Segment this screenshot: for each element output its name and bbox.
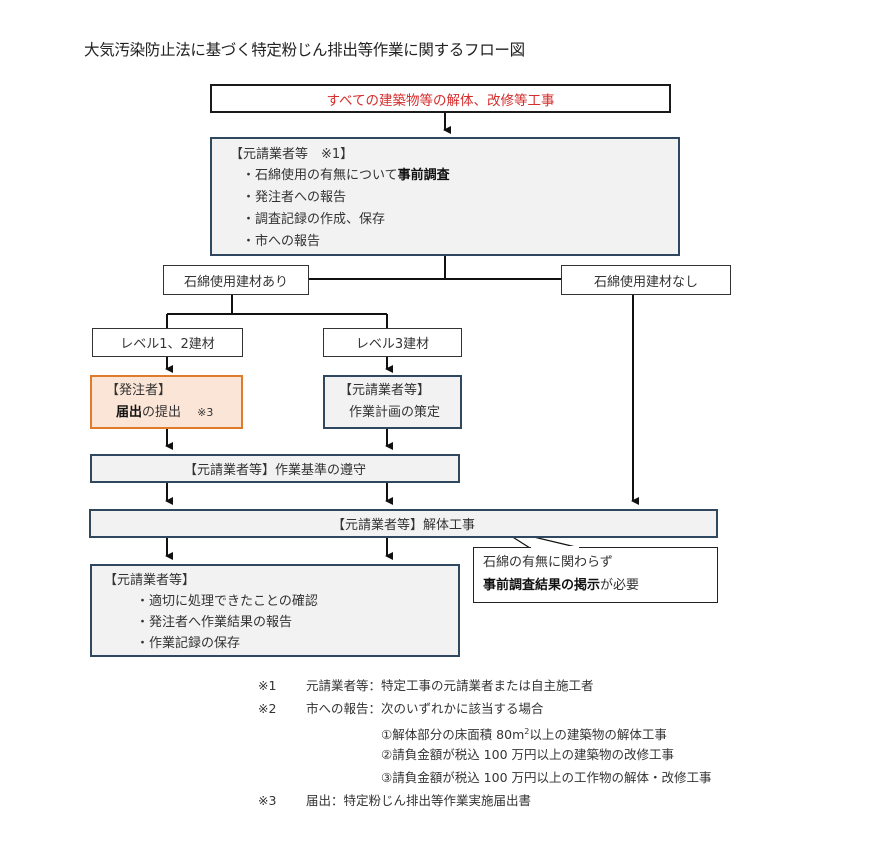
survey-item-1: ・発注者への報告 xyxy=(242,190,347,205)
start-label: すべての建築物等の解体、改修等工事 xyxy=(326,92,555,109)
page-title: 大気汚染防止法に基づく特定粉じん排出等作業に関するフロー図 xyxy=(84,41,525,59)
footnote-2-item-3: ③請負金額が税込 100 万円以上の工作物の解体・改修工事 xyxy=(381,770,712,785)
client-notice-header: 【発注者】 xyxy=(106,383,172,398)
completion-item-2: ・作業記録の保存 xyxy=(136,636,241,651)
callout-line1: 石綿の有無に関わらず xyxy=(483,555,613,570)
demolition-label: 【元請業者等】解体工事 xyxy=(331,518,475,533)
work-plan-header: 【元請業者等】 xyxy=(339,383,431,398)
level3-label: レベル3建材 xyxy=(355,337,430,352)
level12-label: レベル1、2建材 xyxy=(120,337,215,352)
asbestos-no-label: 石綿使用建材なし xyxy=(593,274,698,290)
demolition-box: 【元請業者等】解体工事 xyxy=(89,509,718,538)
completion-item-0: ・適切に処理できたことの確認 xyxy=(136,594,318,609)
client-notice-note: ※3 xyxy=(197,406,214,419)
asbestos-no-box: 石綿使用建材なし xyxy=(561,265,731,295)
survey-item-2: ・調査記録の作成、保存 xyxy=(242,212,386,227)
callout-bold: 事前調査結果の掲示 xyxy=(483,578,601,593)
preliminary-survey-box: 【元請業者等 ※1】 ・石綿使用の有無について事前調査 ・発注者への報告 ・調査… xyxy=(210,137,680,256)
survey-item-0: ・石綿使用の有無について xyxy=(242,168,398,183)
asbestos-yes-box: 石綿使用建材あり xyxy=(163,265,309,295)
level3-box: レベル3建材 xyxy=(323,328,462,357)
survey-header: 【元請業者等 ※1】 xyxy=(230,147,354,162)
footnote-2-item-1: ①解体部分の床面積 80m2以上の建築物の解体工事 xyxy=(381,727,667,743)
work-plan-box: 【元請業者等】 作業計画の策定 xyxy=(323,375,462,429)
work-plan-text: 作業計画の策定 xyxy=(349,405,441,420)
client-notice-box: 【発注者】 届出の提出 ※3 xyxy=(90,375,243,429)
callout-pointer-joint xyxy=(531,546,579,549)
completion-header: 【元請業者等】 xyxy=(104,573,196,588)
work-standard-box: 【元請業者等】作業基準の遵守 xyxy=(90,454,460,483)
asbestos-yes-label: 石綿使用建材あり xyxy=(183,274,288,290)
work-standard-label: 【元請業者等】作業基準の遵守 xyxy=(183,463,366,478)
client-notice-rest: の提出 xyxy=(142,405,182,420)
start-box: すべての建築物等の解体、改修等工事 xyxy=(210,84,671,113)
completion-item-1: ・発注者へ作業結果の報告 xyxy=(136,615,293,630)
level12-box: レベル1、2建材 xyxy=(92,328,243,357)
footnote-2-item-2: ②請負金額が税込 100 万円以上の建築物の改修工事 xyxy=(381,747,675,762)
completion-box: 【元請業者等】 ・適切に処理できたことの確認 ・発注者へ作業結果の報告 ・作業記… xyxy=(90,564,460,657)
survey-item-3: ・市への報告 xyxy=(242,234,321,249)
survey-item-0-bold: 事前調査 xyxy=(397,168,450,183)
posting-callout: 石綿の有無に関わらず 事前調査結果の掲示が必要 xyxy=(473,547,718,603)
callout-rest: が必要 xyxy=(600,578,640,593)
client-notice-bold: 届出 xyxy=(116,405,143,420)
